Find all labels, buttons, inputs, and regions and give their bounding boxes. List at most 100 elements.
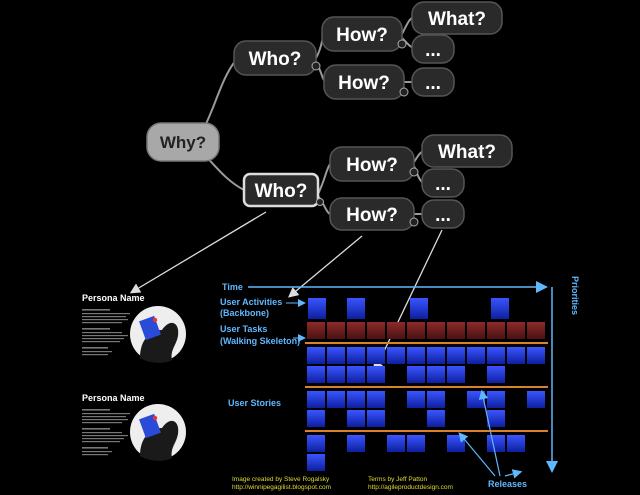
release-lines: [305, 342, 548, 432]
credit-terms-by: Terms by Jeff Patton: [368, 476, 428, 483]
story-card: [307, 366, 325, 383]
task-card: [307, 322, 325, 339]
story-card: [367, 347, 385, 364]
credit-image-url: http://winnipegagilist.blogspot.com: [232, 484, 331, 491]
story-card: [487, 366, 505, 383]
task-card: [467, 322, 485, 339]
story-card: [307, 435, 325, 452]
story-card: [307, 410, 325, 427]
collapse-toggle-icon[interactable]: [399, 87, 409, 97]
svg-text:Persona Name: Persona Name: [82, 393, 145, 403]
story-card: [307, 391, 325, 408]
story-card: [527, 347, 545, 364]
story-card: [367, 410, 385, 427]
story-card: [347, 366, 365, 383]
release-arrows: [458, 389, 523, 479]
story-card: [427, 366, 445, 383]
story-card: [327, 347, 345, 364]
collapse-toggle-icon[interactable]: [397, 39, 407, 49]
svg-text:...: ...: [425, 40, 441, 61]
priorities-label: Priorities: [570, 276, 580, 315]
collapse-toggle-icon[interactable]: [409, 217, 419, 227]
task-card: [527, 322, 545, 339]
persona-card-1: Persona Name: [82, 293, 186, 363]
persona-card-2: Persona Name: [82, 393, 186, 461]
story-card: [447, 366, 465, 383]
mindmap-node-ellipsis-1a[interactable]: ...: [411, 34, 455, 64]
svg-text:Who?: Who?: [255, 181, 308, 202]
persona-avatar-icon: [130, 306, 186, 363]
story-card: [447, 347, 465, 364]
story-card: [407, 435, 425, 452]
story-card: [347, 391, 365, 408]
story-card: [307, 347, 325, 364]
task-card: [447, 322, 465, 339]
story-map: Time Priorities User Activities (Backbon…: [220, 276, 580, 491]
story-card: [407, 391, 425, 408]
mindmap-node-how-1a[interactable]: How?: [321, 16, 403, 52]
svg-text:...: ...: [435, 205, 451, 226]
svg-text:Who?: Who?: [249, 49, 302, 70]
task-card: [487, 322, 505, 339]
mindmap-node-what-2[interactable]: What?: [421, 134, 513, 168]
story-card: [527, 391, 545, 408]
task-card: [407, 322, 425, 339]
task-cards: [307, 322, 545, 339]
collapse-toggle-icon[interactable]: [311, 61, 321, 71]
svg-text:How?: How?: [346, 205, 398, 226]
task-card: [507, 322, 525, 339]
svg-text:What?: What?: [438, 142, 496, 163]
mindmap-root-node[interactable]: Why?: [146, 122, 220, 162]
story-card: [307, 454, 325, 471]
persona-avatar-icon: [130, 404, 186, 461]
story-card: [347, 347, 365, 364]
task-card: [347, 322, 365, 339]
story-card: [327, 391, 345, 408]
mindmap-node-ellipsis-2a[interactable]: ...: [421, 168, 465, 198]
mapping-arrows: [129, 211, 443, 373]
task-card: [327, 322, 345, 339]
story-cards: [307, 347, 545, 471]
collapse-toggle-icon[interactable]: [409, 167, 419, 177]
story-card: [487, 391, 505, 408]
story-card: [427, 391, 445, 408]
svg-text:...: ...: [435, 174, 451, 195]
backbone-label: (Backbone): [220, 308, 269, 318]
task-card: [427, 322, 445, 339]
mindmap-node-what-1[interactable]: What?: [411, 1, 503, 35]
story-card: [507, 435, 525, 452]
story-card: [367, 366, 385, 383]
story-card: [487, 410, 505, 427]
user-activities-label: User Activities: [220, 297, 282, 307]
story-card: [327, 366, 345, 383]
svg-text:What?: What?: [428, 9, 486, 30]
mindmap-node-who-1[interactable]: Who?: [233, 40, 317, 76]
story-card: [347, 435, 365, 452]
time-label: Time: [222, 282, 243, 292]
story-card: [407, 347, 425, 364]
releases-label: Releases: [488, 479, 527, 489]
mindmap-node-ellipsis-2b[interactable]: ...: [421, 199, 465, 229]
walking-skeleton-label: (Walking Skeleton): [220, 336, 300, 346]
mindmap-node-how-2a[interactable]: How?: [329, 146, 415, 182]
story-card: [407, 366, 425, 383]
mindmap-node-ellipsis-1b[interactable]: ...: [411, 67, 455, 97]
story-card: [387, 347, 405, 364]
activity-cards: [308, 298, 509, 319]
mindmap-node-who-2[interactable]: Who?: [242, 172, 320, 208]
credit-terms-url: http://agileproductdesign.com: [368, 484, 453, 491]
mindmap-node-how-1b[interactable]: How?: [323, 64, 405, 100]
user-stories-label: User Stories: [228, 398, 281, 408]
credit-image-by: Image created by Steve Rogalsky: [232, 476, 330, 483]
mindmap-node-how-2b[interactable]: How?: [329, 197, 415, 231]
collapse-toggle-icon[interactable]: [316, 198, 324, 206]
root-label: Why?: [160, 133, 206, 152]
svg-text:...: ...: [425, 73, 441, 94]
story-card: [427, 410, 445, 427]
svg-text:How?: How?: [336, 25, 388, 46]
story-card: [467, 347, 485, 364]
task-card: [387, 322, 405, 339]
story-card: [487, 347, 505, 364]
user-tasks-label: User Tasks: [220, 324, 267, 334]
